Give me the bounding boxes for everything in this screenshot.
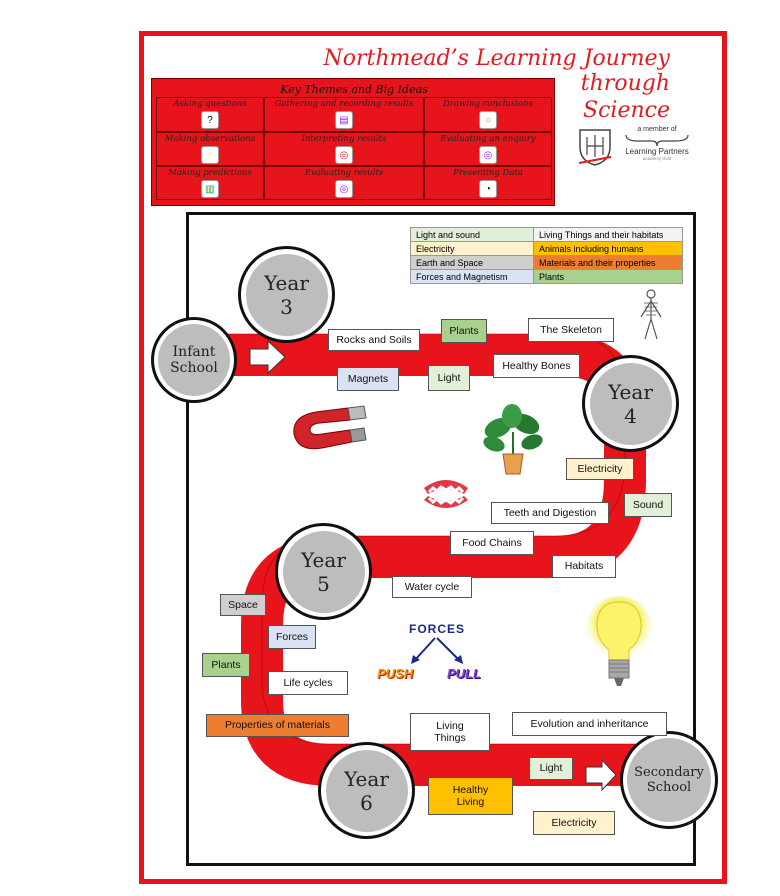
question-icon: ?: [201, 111, 219, 129]
arrow-right-icon: [249, 339, 286, 375]
topic-plants-y3: Plants: [441, 319, 487, 343]
lightbulb-icon: ○: [479, 111, 497, 129]
topic-properties-materials: Properties of materials: [206, 714, 349, 737]
topic-plants-y5: Plants: [202, 653, 250, 677]
key-themes-panel: Key Themes and Big Ideas Asking question…: [151, 78, 555, 206]
page-frame: [139, 31, 727, 884]
topic-sound: Sound: [624, 493, 672, 517]
topic-evolution: Evolution and inheritance: [512, 712, 667, 736]
school-crest-icon: [577, 127, 613, 167]
topic-teeth-digestion: Teeth and Digestion: [491, 502, 609, 524]
year-6-circle: Year 6: [318, 742, 415, 839]
year-3-circle: Year 3: [238, 246, 335, 343]
member-of-text: a member of: [637, 126, 677, 133]
theme-cell: Evaluating results◎: [264, 166, 424, 200]
theme-cell: Interpreting results◎: [264, 132, 424, 166]
push-text: PUSH: [377, 666, 414, 681]
target-icon: ◎: [335, 180, 353, 198]
infant-school-circle: Infant School: [151, 317, 237, 403]
graph-icon: ▥: [201, 180, 219, 198]
theme-cell: Making observations◌: [156, 132, 264, 166]
legend-plants: Plants: [533, 269, 683, 284]
legend-materials: Materials and their properties: [533, 255, 683, 270]
puzzle-icon: ◎: [335, 146, 353, 164]
brace-icon: [625, 134, 689, 147]
topic-forces: Forces: [268, 625, 316, 649]
topic-habitats: Habitats: [552, 555, 616, 578]
legend-electricity: Electricity: [410, 241, 534, 256]
plant-icon: [483, 404, 543, 475]
topic-electricity-y4: Electricity: [566, 458, 634, 480]
eye-icon: ◌: [201, 146, 219, 164]
legend-living-things: Living Things and their habitats: [533, 227, 683, 242]
legend-animals: Animals including humans: [533, 241, 683, 256]
topic-healthy-living: Healthy Living: [428, 777, 513, 815]
legend-earth-space: Earth and Space: [410, 255, 534, 270]
theme-cell: Presenting Data◔: [424, 166, 552, 200]
partner-name: Learning Partners: [625, 147, 689, 156]
skeleton-icon: [640, 289, 662, 340]
forces-title: FORCES: [409, 622, 466, 636]
year-5-circle: Year 5: [275, 523, 372, 620]
forces-illustration: FORCES PUSH PULL: [375, 620, 505, 692]
presentation-icon: ◔: [479, 180, 497, 198]
topic-healthy-bones: Healthy Bones: [493, 354, 580, 378]
secondary-school-circle: Secondary School: [620, 731, 718, 829]
legend-forces: Forces and Magnetism: [410, 269, 534, 284]
magnet-icon: [293, 405, 367, 450]
year-4-circle: Year 4: [582, 355, 679, 452]
key-themes-grid: Asking questions? Gathering and recordin…: [156, 97, 552, 200]
forces-arrows-icon: [411, 637, 463, 664]
topic-life-cycles: Life cycles: [268, 671, 348, 695]
title-line-1: Northmead’s Learning Journey through: [323, 46, 670, 96]
theme-cell: Evaluating an enquiry◎: [424, 132, 552, 166]
topic-food-chains: Food Chains: [450, 531, 534, 555]
page-title: Northmead’s Learning Journey through Sci…: [250, 46, 670, 123]
key-themes-heading: Key Themes and Big Ideas: [280, 83, 428, 96]
theme-cell: Drawing conclusions○: [424, 97, 552, 132]
target-icon: ◎: [479, 146, 497, 164]
topic-water-cycle: Water cycle: [392, 576, 472, 598]
learning-partners-logo: a member of Learning Partners academy tr…: [618, 126, 696, 161]
title-line-2: Science: [583, 98, 670, 123]
teeth-icon: [424, 480, 468, 508]
topic-living-things: Living Things: [410, 713, 490, 751]
lightbulb-icon: [585, 596, 653, 686]
topic-skeleton: The Skeleton: [528, 318, 614, 342]
topic-rocks-soils: Rocks and Soils: [328, 329, 420, 351]
arrow-right-icon: [585, 758, 617, 792]
theme-cell: Gathering and recording results▤: [264, 97, 424, 132]
partner-sub: academy trust: [642, 156, 672, 161]
topic-electricity-y6: Electricity: [533, 811, 615, 835]
theme-cell: Asking questions?: [156, 97, 264, 132]
topic-light-y3: Light: [428, 365, 470, 391]
theme-cell: Making predictions▥: [156, 166, 264, 200]
pull-text: PULL: [447, 666, 481, 681]
clipboard-icon: ▤: [335, 111, 353, 129]
legend-light-sound: Light and sound: [410, 227, 534, 242]
topic-light-y6: Light: [529, 757, 573, 780]
topic-legend: Light and sound Living Things and their …: [410, 227, 683, 284]
topic-magnets: Magnets: [337, 367, 399, 391]
topic-space: Space: [220, 594, 266, 616]
